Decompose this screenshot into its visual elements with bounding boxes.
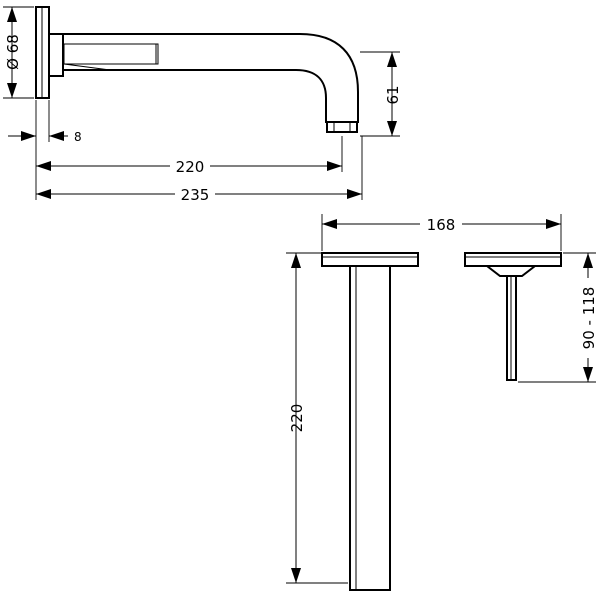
dim-spout-reach-label: 220 bbox=[176, 158, 205, 176]
handle-assembly bbox=[464, 252, 562, 381]
handle-cover-plate bbox=[464, 252, 562, 267]
dim-spout-height-label: 61 bbox=[384, 85, 402, 104]
dim-body-depth-label: 220 bbox=[288, 404, 306, 433]
spout-assembly bbox=[35, 6, 359, 133]
spout-aerator bbox=[326, 121, 358, 133]
spout-inner-housing bbox=[63, 43, 159, 65]
dim-overall-length: 235 bbox=[36, 136, 363, 204]
dim-flange-diameter: Ø 68 bbox=[3, 6, 34, 99]
dim-flange-thickness: 8 bbox=[8, 100, 82, 144]
dim-handle-spacing: 168 bbox=[321, 213, 562, 251]
dim-flange-thickness-label: 8 bbox=[74, 130, 82, 144]
valve-cover-plate bbox=[321, 252, 419, 267]
dim-handle-spacing-label: 168 bbox=[427, 216, 456, 234]
dim-flange-diameter-label: Ø 68 bbox=[4, 34, 22, 70]
valve-body-assembly bbox=[321, 252, 419, 591]
dim-spout-reach: 220 bbox=[35, 136, 343, 200]
dim-spout-height: 61 bbox=[360, 51, 402, 137]
valve-body-tube bbox=[349, 265, 391, 591]
dim-body-depth: 220 bbox=[286, 252, 348, 584]
spout-connector bbox=[48, 33, 64, 77]
spout-pipe bbox=[62, 33, 359, 123]
dim-overall-length-label: 235 bbox=[181, 186, 210, 204]
handle-hub bbox=[484, 265, 538, 277]
dim-stem-range-label: 90 - 118 bbox=[580, 287, 598, 350]
dim-stem-range: 90 - 118 bbox=[518, 252, 598, 383]
